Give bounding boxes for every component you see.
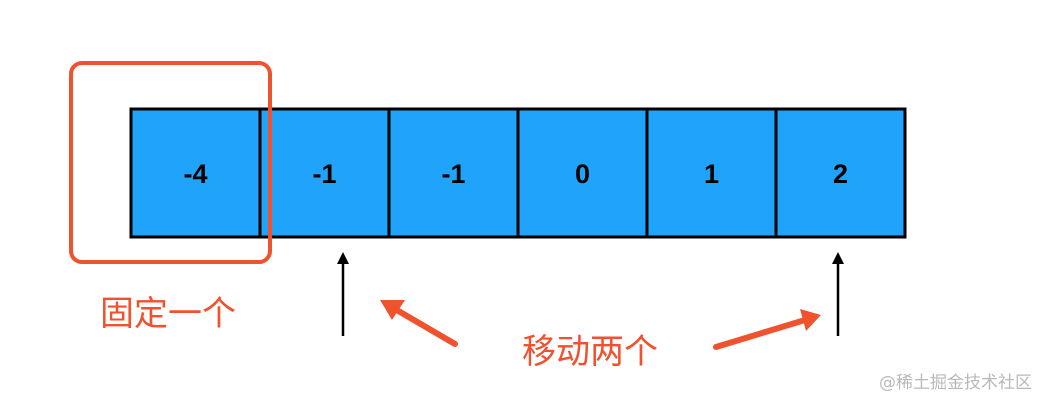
array-cell [129, 107, 262, 239]
fixed-element-highlight-box [69, 61, 272, 264]
red-arrow-to-right-pointer [713, 309, 821, 350]
array-cell-value: 1 [704, 159, 719, 189]
array-cell [645, 107, 778, 239]
move-two-label: 移动两个 [522, 332, 658, 372]
array-cell [516, 107, 649, 239]
right-pointer-arrow [832, 252, 844, 336]
red-arrow-to-left-pointer [380, 300, 458, 347]
array-cell-value: 0 [575, 159, 590, 189]
array-cell-value: 2 [833, 159, 848, 189]
array-cell [774, 107, 907, 239]
array-cell [258, 107, 391, 239]
array-cell-value: -1 [312, 159, 336, 189]
left-pointer-arrow [337, 252, 349, 336]
array-cell-value: -4 [183, 159, 207, 189]
watermark: @稀土掘金技术社区 [879, 373, 1032, 393]
array-cell-value: -1 [441, 159, 465, 189]
fixed-one-label: 固定一个 [100, 294, 236, 334]
